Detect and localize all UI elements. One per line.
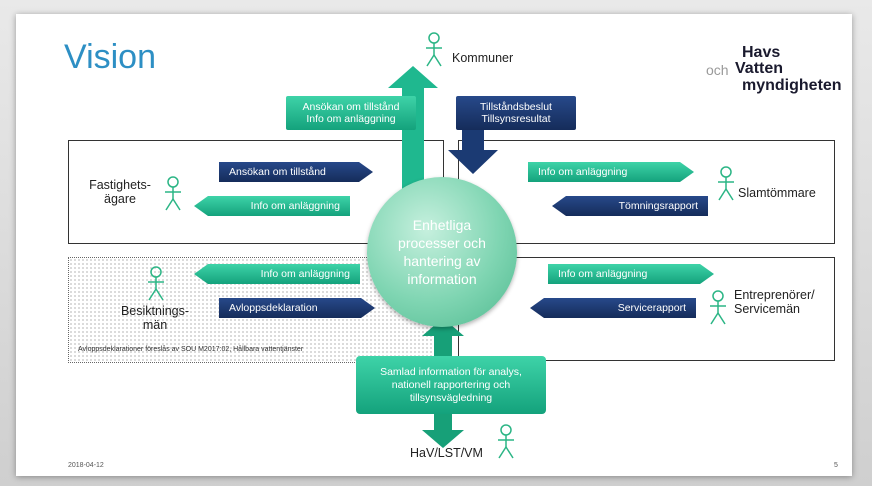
center-line4: information <box>407 271 477 287</box>
top-right-box <box>458 140 835 244</box>
person-icon-besiktning <box>148 266 164 301</box>
actor-besiktning: Besiktnings- män <box>104 304 206 332</box>
logo-text-vatten: Vatten <box>735 60 784 77</box>
down-label-line2: Tillsynsresultat <box>481 113 551 125</box>
person-icon-slamtommare <box>718 166 734 201</box>
slide-date: 2018-04-12 <box>68 462 104 469</box>
actor-slamtommare: Slamtömmare <box>738 186 816 200</box>
actor-fastighet-line2: ägare <box>104 192 136 206</box>
actor-besiktning-line2: män <box>142 318 168 332</box>
footnote: Avloppsdeklarationer föreslås av SOU M20… <box>78 346 304 353</box>
actor-besiktning-line1: Besiktnings- <box>120 304 190 318</box>
up-label-line2: Info om anläggning <box>306 113 396 125</box>
actor-entreprenor: Entreprenörer/ Servicemän <box>734 288 815 316</box>
arrow-entr-service: Servicerapport <box>530 298 696 318</box>
actor-fastighet: Fastighets- ägare <box>82 178 158 206</box>
page-number: 5 <box>834 462 838 469</box>
actor-fastighet-line1: Fastighets- <box>89 178 151 192</box>
person-icon-entreprenor <box>710 290 726 325</box>
down-arrow-navy <box>448 98 498 174</box>
slide-title: Vision <box>64 38 156 76</box>
bottom-info-box: Samlad information för analys, nationell… <box>356 356 546 414</box>
actor-hav: HaV/LST/VM <box>410 446 483 460</box>
arrow-entr-info: Info om anläggning <box>548 264 714 284</box>
arrow-besikt-avlopp: Avloppsdeklaration <box>219 298 375 318</box>
person-icon-hav <box>498 424 514 459</box>
logo-text: Havs <box>742 44 781 61</box>
bottom-line2: nationell rapportering och <box>391 378 511 391</box>
up-label-line1: Ansökan om tillstånd <box>302 101 400 113</box>
arrow-slam-info: Info om anläggning <box>528 162 694 182</box>
arrow-slam-tomning: Tömningsrapport <box>552 196 708 216</box>
person-icon-kommuner <box>426 32 442 67</box>
down-label-line1: Tillståndsbeslut <box>480 101 552 113</box>
center-circle: Enhetliga processer och hantering av inf… <box>367 177 517 327</box>
person-icon-fastighet <box>165 176 181 211</box>
actor-entreprenor-line2: Servicemän <box>734 302 800 316</box>
up-arrow-green <box>388 66 438 202</box>
center-line1: Enhetliga <box>412 217 472 233</box>
arrow-fastighet-ansokan: Ansökan om tillstånd <box>219 162 373 182</box>
actor-kommuner: Kommuner <box>452 51 514 65</box>
slide: Vision Havs och Vatten myndigheten Avlop… <box>16 14 852 476</box>
center-line2: processer och <box>398 235 486 251</box>
bottom-line3: tillsynsvägledning <box>409 391 493 404</box>
logo-text-och: och <box>706 62 729 78</box>
arrow-fastighet-info: Info om anläggning <box>194 196 350 216</box>
bottom-line1: Samlad information för analys, <box>380 365 522 378</box>
arrow-besikt-info: Info om anläggning <box>194 264 360 284</box>
logo-text-myndigheten: myndigheten <box>742 77 842 94</box>
actor-entreprenor-line1: Entreprenörer/ <box>734 288 815 302</box>
center-line3: hantering av <box>403 253 481 269</box>
